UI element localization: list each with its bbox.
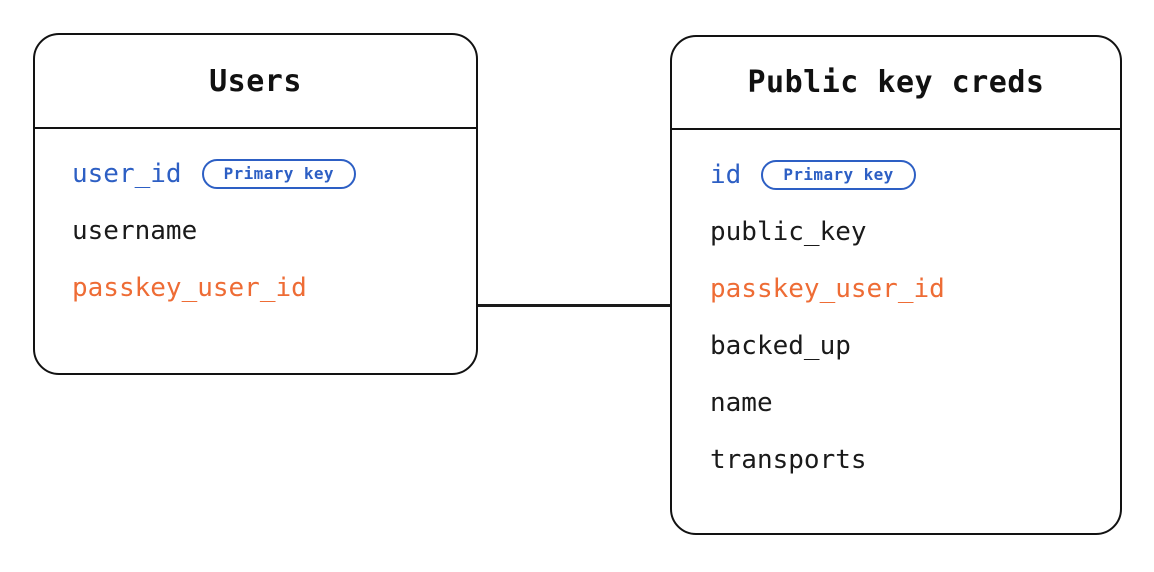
- field-name-backed_up: backed_up: [710, 330, 851, 361]
- primary-key-badge-label: Primary key: [223, 163, 334, 183]
- field-name-username: username: [72, 215, 198, 246]
- field-row[interactable]: username: [72, 202, 476, 259]
- field-row[interactable]: name: [710, 374, 1120, 431]
- field-row[interactable]: passkey_user_id: [72, 259, 476, 316]
- field-name-user_id: user_id: [72, 158, 182, 189]
- field-row[interactable]: user_id Primary key: [72, 145, 476, 202]
- entity-header-users: Users: [35, 35, 476, 129]
- primary-key-badge: Primary key: [201, 158, 356, 189]
- entity-title: Public key creds: [747, 65, 1045, 100]
- field-name-transports: transports: [710, 444, 867, 475]
- field-row[interactable]: id Primary key: [710, 146, 1120, 203]
- field-name-public_key: public_key: [710, 216, 867, 247]
- field-name-passkey_user_id: passkey_user_id: [710, 273, 945, 304]
- field-row[interactable]: backed_up: [710, 317, 1120, 374]
- entity-title: Users: [209, 63, 302, 99]
- entity-card-users[interactable]: Users user_id Primary key username passkey_u…: [33, 33, 478, 375]
- field-row[interactable]: passkey_user_id: [710, 260, 1120, 317]
- primary-key-badge-label: Primary key: [783, 164, 894, 184]
- field-row[interactable]: transports: [710, 431, 1120, 488]
- entity-fields-users: user_id Primary key username passkey_user_i…: [35, 129, 476, 373]
- field-row[interactable]: public_key: [710, 203, 1120, 260]
- primary-key-badge: Primary key: [761, 159, 916, 190]
- field-name-passkey_user_id: passkey_user_id: [72, 272, 307, 303]
- field-name-name: name: [710, 387, 773, 418]
- field-name-id: id: [710, 159, 742, 190]
- relationship-connector: [476, 304, 672, 307]
- entity-header-public_key_creds: Public key creds: [672, 37, 1120, 130]
